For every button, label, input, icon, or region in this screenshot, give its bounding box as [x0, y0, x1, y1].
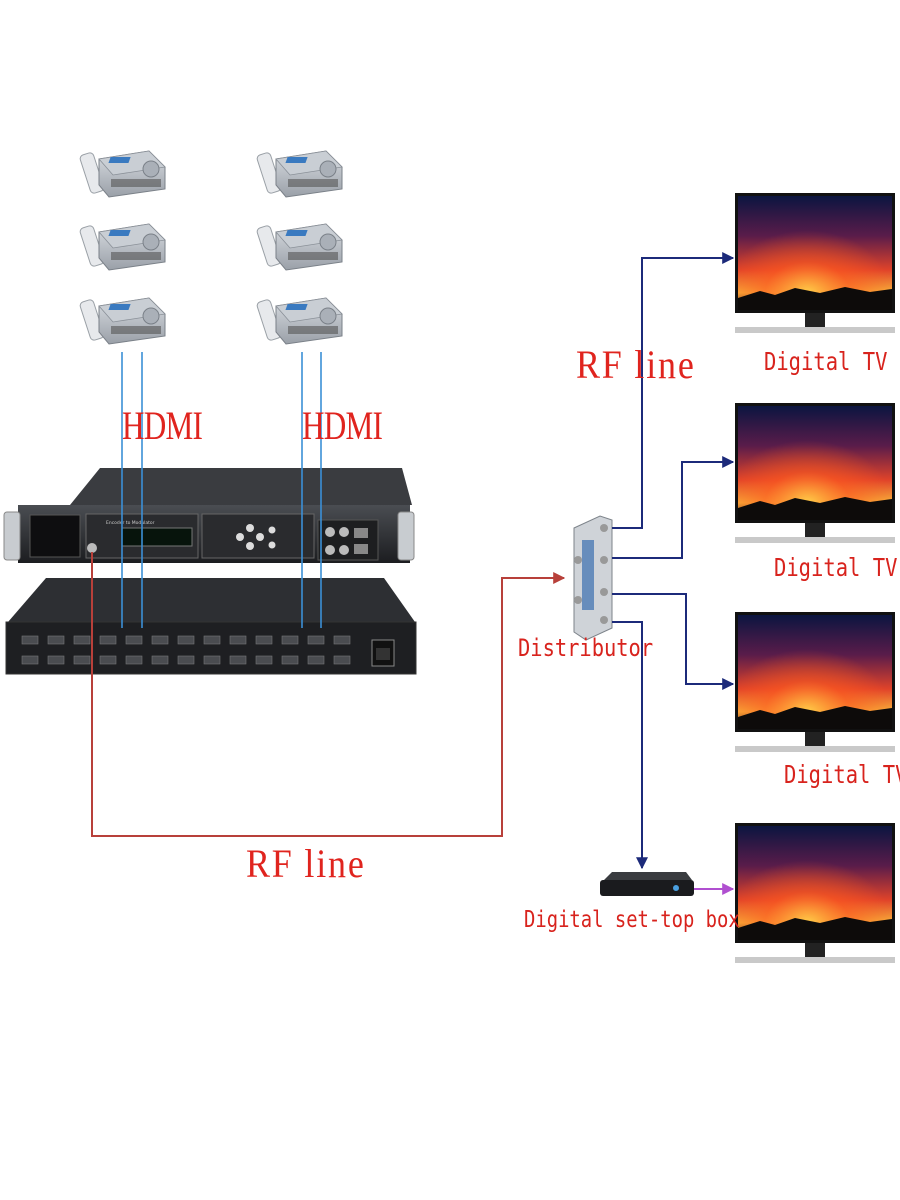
source-box-icon: [78, 223, 166, 271]
feed-line-stb: [612, 621, 648, 870]
feed-line-tv2: [612, 456, 735, 559]
set-top-box-icon: [600, 872, 694, 896]
hdmi-cables: [121, 352, 322, 628]
tv-label-3: Digital TV: [784, 760, 900, 789]
set-top-box-label: Digital set-top box: [524, 907, 740, 933]
hdmi-source-group-left: [78, 150, 166, 345]
tv-label-1: Digital TV: [764, 347, 888, 376]
feed-line-tv3: [612, 593, 735, 690]
digital-tv-icon: [735, 612, 895, 752]
encoder-display-text: Encoder to Modulator: [106, 520, 155, 526]
source-box-icon: [255, 150, 343, 198]
source-box-icon: [78, 150, 166, 198]
rf-line-label-bottom: RF line: [246, 841, 366, 886]
source-box-icon: [78, 297, 166, 345]
encoder-modulator-unit: Encoder to Modulator: [3, 468, 415, 563]
source-box-icon: [255, 297, 343, 345]
feed-line-tv1: [612, 252, 735, 529]
hdmi-source-group-right: [255, 150, 343, 345]
distributor-icon: [573, 515, 613, 641]
tv-label-2: Digital TV: [774, 553, 898, 582]
hdmi-input-rack: [5, 578, 417, 675]
digital-tv-icon: [735, 823, 895, 963]
distributor-label: Distributor: [518, 634, 654, 662]
digital-tv-icon: [735, 193, 895, 333]
hdmi-label-right: HDMI: [302, 403, 383, 448]
hdmi-label-left: HDMI: [122, 403, 203, 448]
source-box-icon: [255, 223, 343, 271]
rf-line-label-top: RF line: [576, 342, 696, 387]
digital-tv-icon: [735, 403, 895, 543]
rf-cable-main: [91, 552, 566, 837]
